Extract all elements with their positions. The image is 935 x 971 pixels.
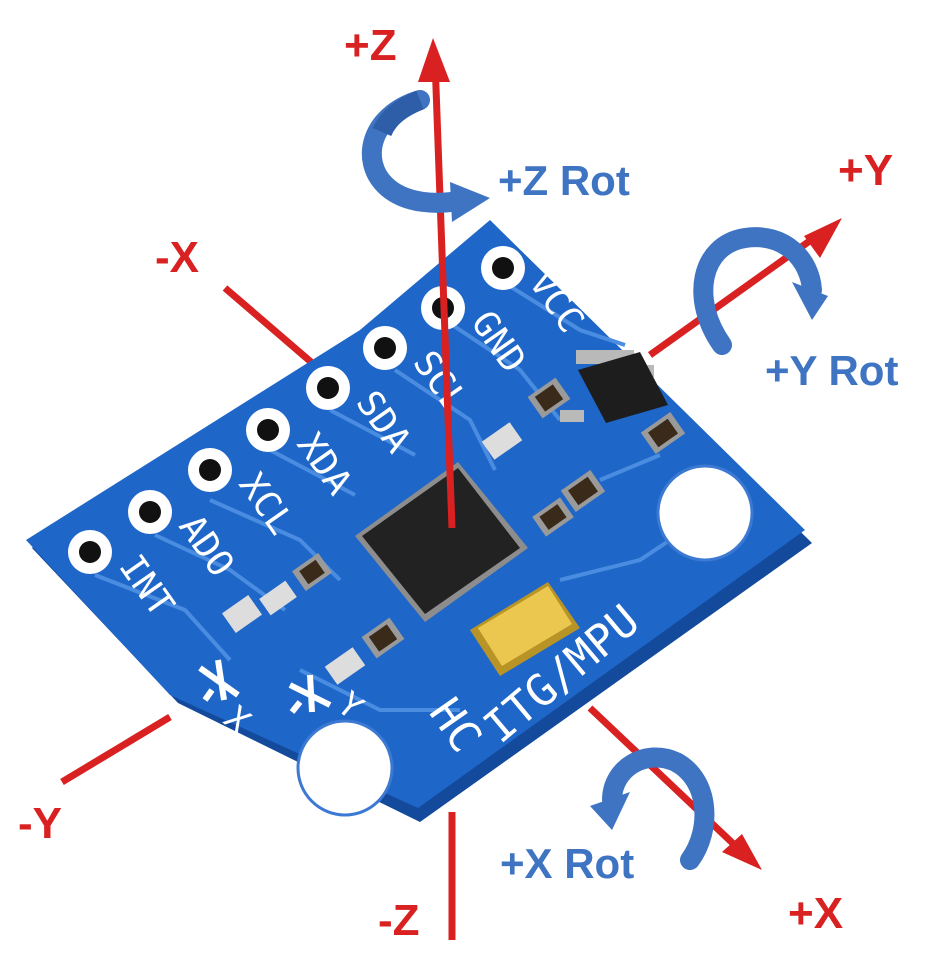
- mpu-chip: [355, 462, 528, 622]
- label-x-rot: +X Rot: [500, 840, 634, 887]
- smd-components: [222, 377, 686, 685]
- x-rotation-arrow: [590, 747, 715, 870]
- label-neg-x: -X: [155, 233, 199, 282]
- pcb-board: VCC GND SCL SDA XDA XCL ADO INT: [26, 220, 812, 822]
- pos-z-arrowhead: [418, 38, 450, 82]
- pos-x-arrowhead: [722, 834, 762, 870]
- pos-x-axis-arrow: [587, 705, 745, 855]
- label-pos-y: +Y: [838, 146, 893, 195]
- axis-labels: +Z -Z +Y -Y +X -X: [18, 21, 893, 945]
- rotation-labels: +Z Rot +Y Rot +X Rot: [498, 157, 898, 887]
- label-neg-y: -Y: [18, 799, 62, 848]
- mount-hole-right: [656, 464, 754, 562]
- board-axis-glyph-x: [198, 659, 240, 702]
- board-axis-glyph-y: [288, 674, 332, 714]
- label-pos-z: +Z: [344, 21, 397, 70]
- neg-y-axis-line: [60, 714, 172, 785]
- pos-y-arrowhead: [804, 218, 842, 258]
- rotation-arrows: [361, 90, 828, 870]
- voltage-regulator: [560, 350, 668, 423]
- label-y-rot: +Y Rot: [765, 347, 898, 394]
- label-neg-z: -Z: [378, 896, 420, 945]
- z-rotation-arrow: [361, 90, 490, 222]
- label-pos-x: +X: [788, 889, 843, 938]
- pos-z-axis-arrow: [431, 59, 456, 529]
- axis-arrows: [418, 38, 842, 870]
- mount-hole-bottom: [296, 719, 394, 817]
- tantalum-capacitor: [470, 582, 580, 676]
- label-z-rot: +Z Rot: [498, 157, 630, 204]
- y-rotation-arrow: [693, 227, 828, 355]
